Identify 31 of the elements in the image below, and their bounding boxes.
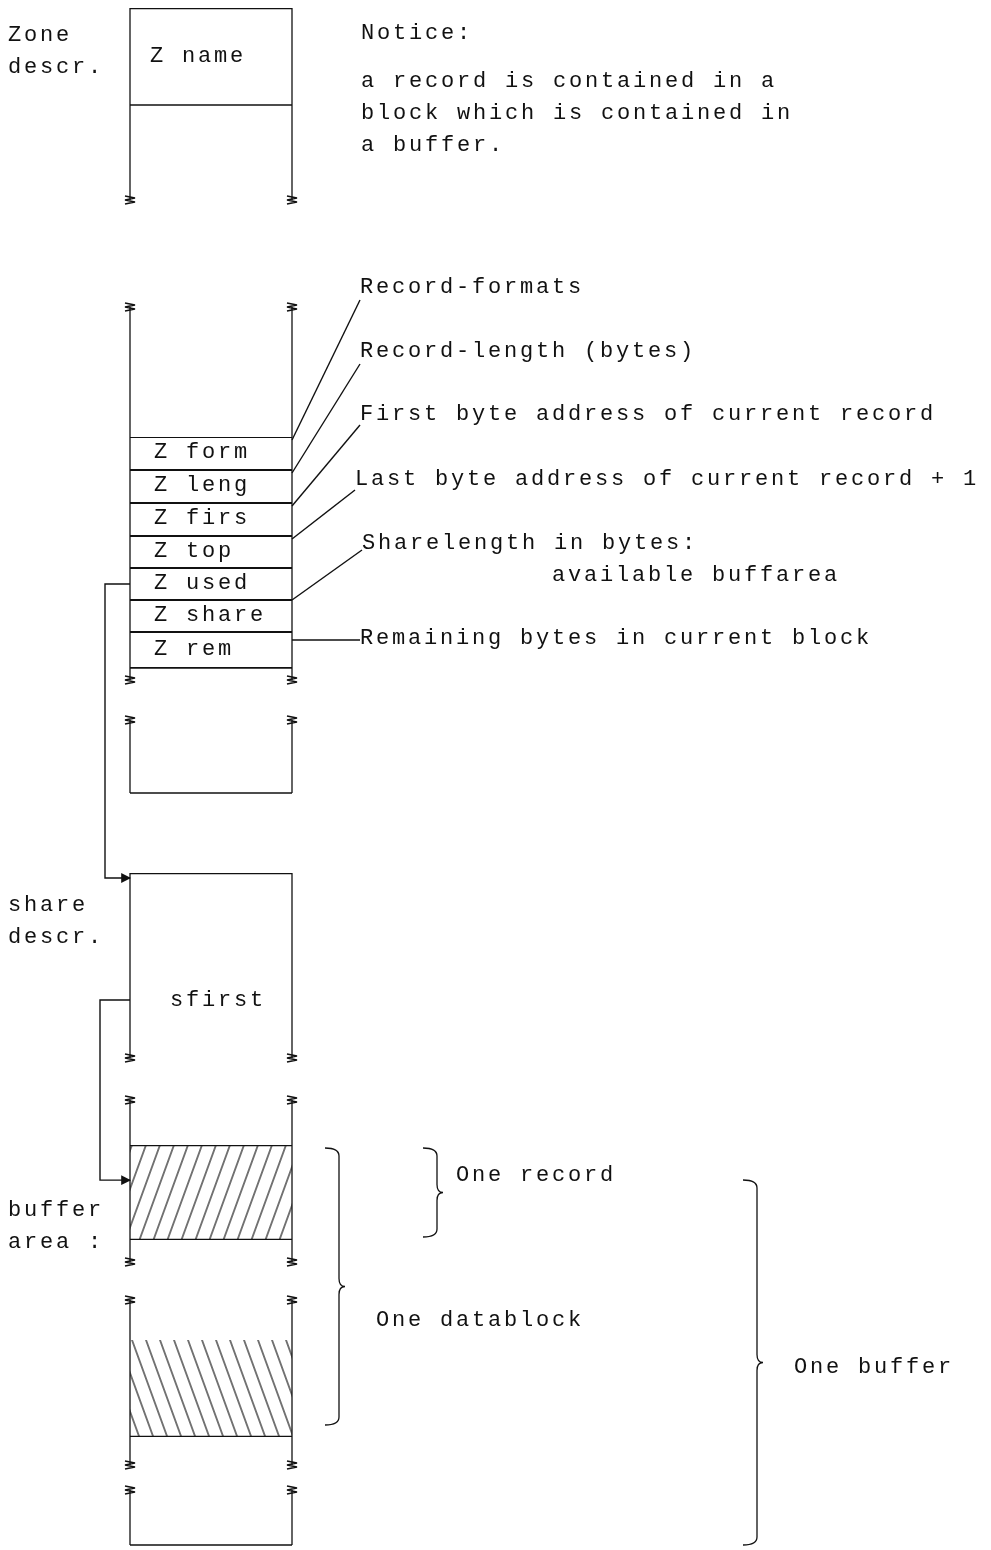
leader-line [291, 639, 361, 641]
field-row: Z firs [130, 503, 292, 536]
arrow [104, 583, 131, 883]
note-text: a record is contained in a block which is contained in a buffer. [361, 68, 795, 160]
callout-text: Remaining bytes in current block [360, 623, 960, 657]
leader-line [291, 424, 361, 507]
field-name: Z name [150, 42, 246, 71]
brace-label: One record [456, 1162, 618, 1190]
brace-label: One datablock [376, 1307, 586, 1335]
field-row: Z form [130, 437, 292, 470]
note-heading: Notice: [361, 20, 474, 48]
brace-label: One buffer [794, 1354, 956, 1382]
field-row: Z rem [130, 632, 292, 668]
callout-text: Record-length (bytes) [360, 336, 960, 370]
arrow [99, 999, 131, 1186]
field-name: sfirst [130, 984, 292, 1018]
leader-line [291, 363, 361, 474]
callout-text: Last byte address of current record + 1 [355, 464, 989, 498]
leader-line [291, 489, 356, 540]
leader-line [291, 299, 361, 441]
field-row: Z share [130, 600, 292, 632]
field-row: Z used [130, 568, 292, 600]
callout-text: Record-formats [360, 272, 960, 306]
side-label: Zone descr. [8, 22, 105, 82]
callout-text: First byte address of current record [360, 399, 980, 433]
side-label: buffer area : [8, 1197, 105, 1257]
field-row: Z top [130, 536, 292, 568]
field-row: Z leng [130, 470, 292, 503]
side-label: share descr. [8, 892, 105, 952]
callout-text: Sharelength in bytes: available buffarea [362, 528, 852, 594]
leader-line [291, 549, 363, 601]
